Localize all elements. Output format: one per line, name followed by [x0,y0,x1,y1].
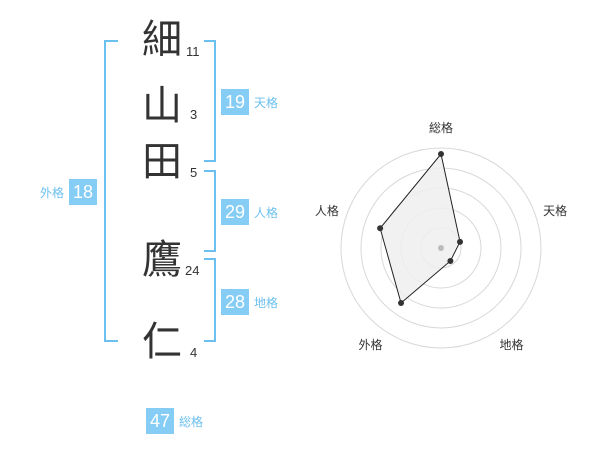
gaikaku-value: 18 [69,179,98,205]
name-char-3: 田 [142,139,182,185]
jinkaku-value: 29 [221,199,249,225]
name-char-2: 山 [142,83,182,129]
name-char-5: 仁 [142,319,182,365]
tenkaku-label: 天格 [254,95,279,110]
gaikaku-label: 外格 [40,185,65,200]
radar-point-2 [457,238,464,245]
stroke-count-1: 11 [186,44,200,59]
tenkaku-bracket [204,40,216,162]
radar-point-3 [447,257,454,264]
name-char-1: 細 [142,17,182,63]
chikaku-value: 28 [221,289,249,315]
soukaku-value: 47 [146,408,174,434]
tenkaku-value: 19 [221,89,249,115]
radar-axis-label-5: 人格 [315,203,339,218]
radar-axis-label-2: 天格 [543,203,567,218]
chikaku-badge: 28 地格 [221,289,278,315]
radar-point-1 [438,151,444,157]
radar-axis-label-1: 総格 [429,120,453,135]
radar-ring-5 [340,147,542,349]
soukaku-badge: 47 総格 [146,408,203,434]
stroke-count-3: 5 [190,165,198,180]
stroke-count-4: 24 [185,263,200,278]
jinkaku-badge: 29 人格 [221,199,278,225]
gaikaku-badge: 外格 18 [40,179,98,205]
jinkaku-label: 人格 [254,205,279,220]
radar-point-4 [398,300,405,307]
name-char-4: 鷹 [142,237,182,283]
stroke-count-2: 3 [190,107,198,122]
radar-axis-label-4: 外格 [358,337,382,352]
radar-polygon [379,152,461,304]
gaikaku-bracket [104,40,118,342]
jinkaku-bracket [204,170,216,252]
radar-axis-label-3: 地格 [500,337,524,352]
soukaku-label: 総格 [179,414,204,429]
radar-point-5 [377,225,384,232]
tenkaku-badge: 19 天格 [221,89,278,115]
stroke-count-5: 4 [190,345,198,360]
chikaku-bracket [204,258,216,342]
chikaku-label: 地格 [254,295,279,310]
radar-center-dot [438,245,444,251]
